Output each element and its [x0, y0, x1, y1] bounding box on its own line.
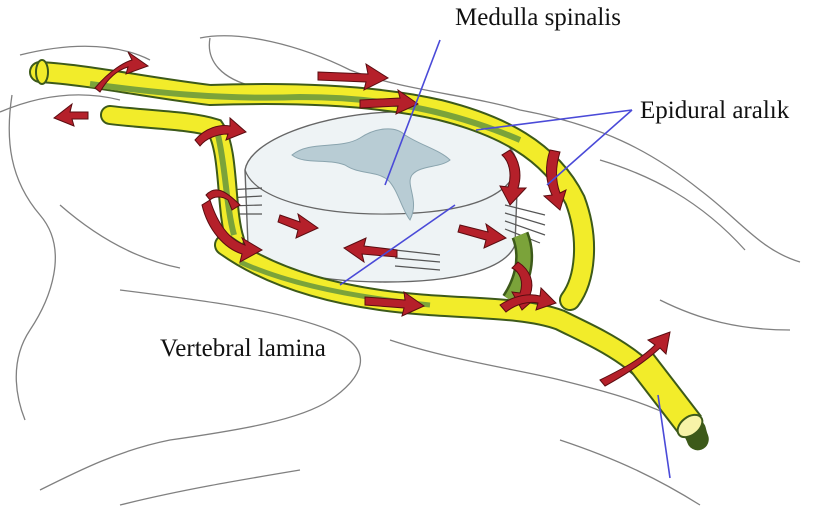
label-vertebral-lamina: Vertebral lamina [160, 336, 326, 361]
label-medulla-spinalis: Medulla spinalis [455, 5, 621, 30]
leader-epidural-lower [547, 110, 632, 185]
label-epidural-aralik: Epidural aralık [640, 98, 789, 123]
